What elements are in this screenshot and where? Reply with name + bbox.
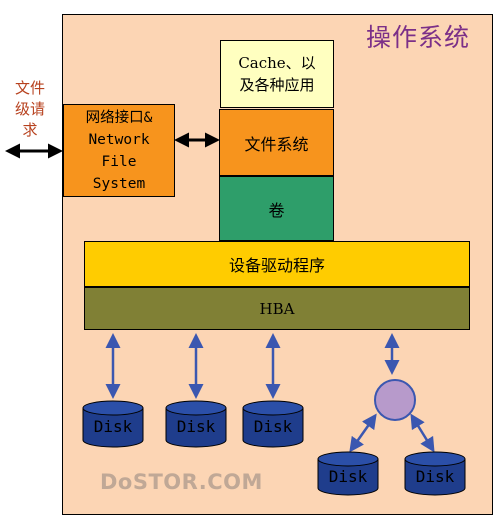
disk-icon xyxy=(317,451,379,496)
disk-label: Disk xyxy=(415,467,455,486)
device-driver-box: 设备驱动程序 xyxy=(84,241,470,287)
disk-label: Disk xyxy=(176,417,216,436)
disk-label: Disk xyxy=(93,417,133,436)
disk-icon xyxy=(404,451,466,496)
switch-hub-icon xyxy=(374,379,416,421)
network-interface-label: 网络接口& Network File System xyxy=(85,109,153,192)
file-system-box: 文件系统 xyxy=(219,109,334,176)
watermark-logo: DoSTOR.COM xyxy=(100,470,263,494)
file-system-label: 文件系统 xyxy=(244,134,309,154)
hba-box: HBA xyxy=(84,287,470,330)
disk-label: Disk xyxy=(328,467,368,486)
os-title: 操作系统 xyxy=(366,23,471,52)
disk-icon xyxy=(165,400,227,448)
disk-icon xyxy=(242,400,304,448)
file-level-request-label: 文件 级请 求 xyxy=(14,79,45,139)
device-driver-label: 设备驱动程序 xyxy=(228,256,325,275)
volume-box: 卷 xyxy=(219,176,334,241)
hub-disk4-arrow xyxy=(349,413,377,453)
disk-icon xyxy=(82,400,144,448)
disk-label: Disk xyxy=(253,417,293,436)
volume-label: 卷 xyxy=(268,200,285,220)
cache-apps-label: Cache、以 及各种应用 xyxy=(238,54,316,94)
network-interface-box: 网络接口& Network File System xyxy=(63,104,175,197)
hba-label: HBA xyxy=(259,299,295,318)
cache-apps-box: Cache、以 及各种应用 xyxy=(220,40,334,108)
hub-disk5-arrow xyxy=(410,413,435,453)
